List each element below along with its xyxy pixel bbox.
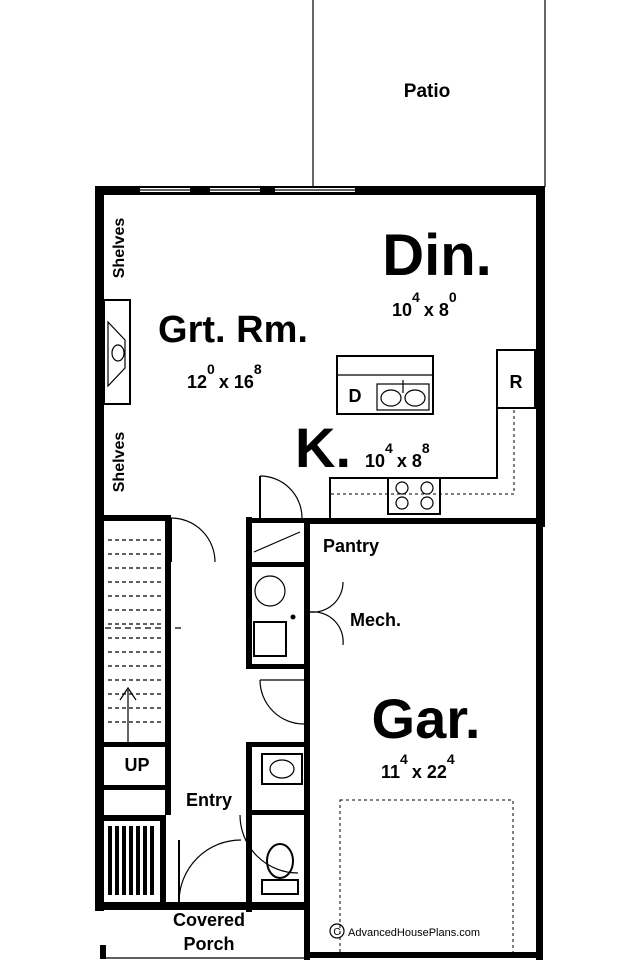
entry-label: Entry: [186, 790, 232, 810]
great-room-label: Grt. Rm.: [158, 309, 308, 351]
fireplace: [103, 299, 131, 405]
covered-porch-label-line2: Porch: [183, 934, 234, 954]
powder-room-fixtures: [261, 753, 303, 895]
mech-label: Mech.: [350, 610, 401, 630]
refrigerator: [496, 349, 536, 409]
coat-closet: [104, 815, 166, 905]
shelves-label-upper: Shelves: [111, 218, 128, 279]
stairs: [95, 515, 185, 815]
dining-label: Din.: [382, 223, 492, 288]
porch-step: [100, 945, 304, 959]
mechanical-equipment: [253, 575, 344, 657]
pantry-label: Pantry: [323, 536, 379, 556]
kitchen-counter: [329, 408, 515, 520]
garage-door: [339, 799, 514, 956]
patio-area: [312, 0, 546, 187]
stairs-up-label: UP: [124, 755, 149, 775]
patio-label: Patio: [404, 81, 450, 102]
interior-walls: [246, 475, 310, 912]
watermark-text: AdvancedHousePlans.com: [348, 927, 480, 939]
copyright-symbol: C: [333, 927, 340, 938]
refrigerator-label: R: [510, 372, 523, 392]
kitchen-label: K.: [295, 416, 351, 479]
shelves-label-lower: Shelves: [111, 432, 128, 493]
covered-porch-label-line1: Covered: [173, 910, 245, 930]
dishwasher-label: D: [349, 386, 362, 406]
watermark: C AdvancedHousePlans.com: [329, 923, 480, 939]
entry-doors: [178, 814, 299, 903]
kitchen-island: [336, 355, 434, 415]
garage-label: Gar.: [372, 687, 481, 750]
rear-openings: [140, 188, 355, 192]
